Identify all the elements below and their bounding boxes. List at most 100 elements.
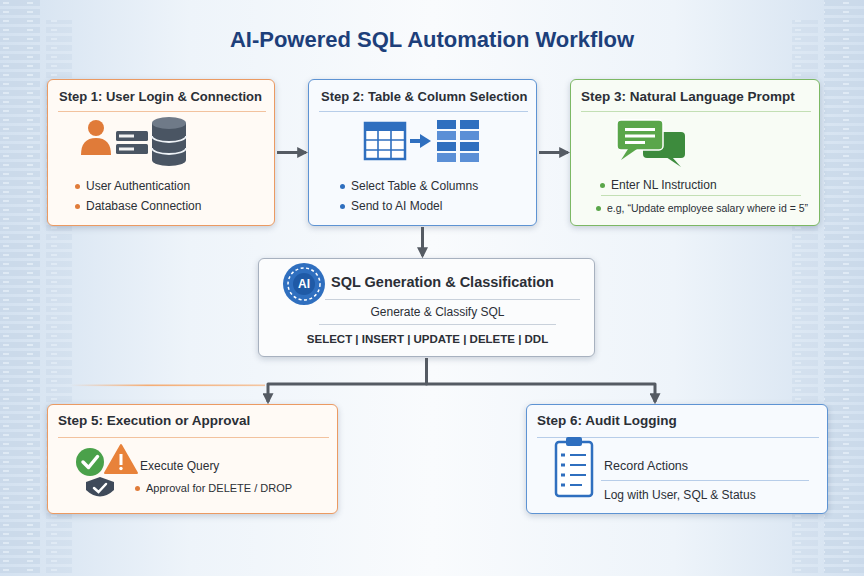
server-icon xyxy=(116,131,148,154)
step-box: Step 5: Execution or ApprovalExecute Que… xyxy=(47,404,338,514)
node-text: Record Actions xyxy=(604,459,821,474)
arrow-head xyxy=(420,134,431,148)
step-box: Step 1: User Login & ConnectionUser Auth… xyxy=(47,79,275,226)
divider-line xyxy=(58,111,266,112)
warning-icon xyxy=(105,445,137,473)
ai-core xyxy=(293,273,315,295)
step-box: Step 6: Audit LoggingRecord ActionsLog w… xyxy=(526,404,828,514)
clipboard-icon xyxy=(556,437,592,496)
clipboard-line xyxy=(570,455,586,485)
clipboard-board xyxy=(556,442,592,496)
node-heading: Step 2: Table & Column Selection xyxy=(321,89,530,105)
column-cell xyxy=(437,153,456,162)
user-icon xyxy=(81,120,111,155)
generation-box: SQL Generation & ClassificationGenerate … xyxy=(258,258,595,357)
ai-circle xyxy=(283,263,325,305)
check-mark xyxy=(83,457,98,468)
bullet-dot xyxy=(600,183,605,188)
ai-icon xyxy=(283,263,325,305)
server-slot xyxy=(119,148,134,151)
shield-shape xyxy=(86,477,114,497)
divider-line xyxy=(319,324,556,325)
node-text: Approval for DELETE / DROP xyxy=(146,482,331,495)
table-frame xyxy=(365,123,405,159)
bullet-dot xyxy=(75,204,80,209)
warning-dot xyxy=(119,467,122,470)
column-cell xyxy=(460,153,479,162)
server-unit xyxy=(116,131,148,141)
chat-line xyxy=(625,141,645,144)
column-icon xyxy=(437,120,479,162)
column-cell xyxy=(460,142,479,151)
chat-tail xyxy=(666,157,681,167)
warning-triangle xyxy=(105,445,137,473)
chat-bubble xyxy=(617,120,663,150)
database-band xyxy=(152,136,186,154)
column-cell xyxy=(460,131,479,140)
clipboard-clip xyxy=(566,437,582,446)
table-icon xyxy=(365,123,405,159)
server-unit xyxy=(116,144,148,154)
chat-line xyxy=(625,135,655,138)
node-text: Select Table & Columns xyxy=(351,179,530,193)
bullet-dot xyxy=(135,486,140,491)
divider-line xyxy=(319,111,528,112)
shield-icon xyxy=(86,477,114,497)
divider-line xyxy=(325,299,580,300)
warning-bar xyxy=(120,454,123,465)
node-text: Log with User, SQL & Status xyxy=(604,488,821,502)
arrow-icon xyxy=(410,134,431,148)
column-cell xyxy=(460,120,479,129)
server-rack xyxy=(824,0,864,576)
column-cell xyxy=(437,120,456,129)
table-header xyxy=(365,123,405,131)
shield-check xyxy=(94,484,106,492)
node-text: Generate & Classify SQL xyxy=(299,305,576,319)
user-body xyxy=(81,138,111,155)
check-icon xyxy=(76,448,104,476)
node-heading: Step 1: User Login & Connection xyxy=(59,89,268,105)
arrow-shaft xyxy=(410,139,422,143)
node-heading: Step 5: Execution or Approval xyxy=(58,413,331,429)
user-head xyxy=(88,120,104,136)
column-cell xyxy=(437,131,456,140)
bullet-dot xyxy=(75,184,80,189)
node-heading: SQL Generation & Classification xyxy=(331,274,589,291)
chat-tail xyxy=(621,149,637,160)
chat-line xyxy=(625,128,655,131)
server-rack xyxy=(0,0,40,576)
divider-line xyxy=(601,195,801,196)
node-text: e.g, “Update employee salary where id = … xyxy=(607,202,815,215)
node-text: Send to AI Model xyxy=(351,199,530,213)
column-cell xyxy=(437,142,456,151)
database-top xyxy=(152,117,186,129)
table-grid xyxy=(365,131,405,159)
flow-arrow xyxy=(277,151,306,154)
bullet-dot xyxy=(596,206,601,211)
diagram-title: AI-Powered SQL Automation Workflow xyxy=(0,27,864,53)
ai-ring xyxy=(288,268,320,300)
server-slot xyxy=(119,135,134,138)
step-box: Step 3: Natural Language PromptEnter NL … xyxy=(570,79,820,226)
node-heading: Step 3: Natural Language Prompt xyxy=(581,89,813,105)
step-box: Step 2: Table & Column SelectionSelect T… xyxy=(308,79,537,226)
clipboard-tick xyxy=(561,455,565,485)
node-text: Execute Query xyxy=(140,459,331,473)
divider-line xyxy=(581,111,811,112)
divider-line xyxy=(58,437,329,438)
divider-line xyxy=(601,480,809,481)
node-text: Database Connection xyxy=(86,199,268,213)
database-body xyxy=(152,123,186,166)
check-circle xyxy=(76,448,104,476)
node-text: SELECT | INSERT | UPDATE | DELETE | DDL xyxy=(265,333,590,347)
divider-line xyxy=(537,437,819,438)
database-icon xyxy=(152,117,186,166)
node-text: Enter NL Instruction xyxy=(611,178,813,192)
bullet-dot xyxy=(340,184,345,189)
flow-arrow xyxy=(268,358,427,402)
chat-icon xyxy=(617,120,685,167)
node-heading: Step 6: Audit Logging xyxy=(537,413,821,429)
